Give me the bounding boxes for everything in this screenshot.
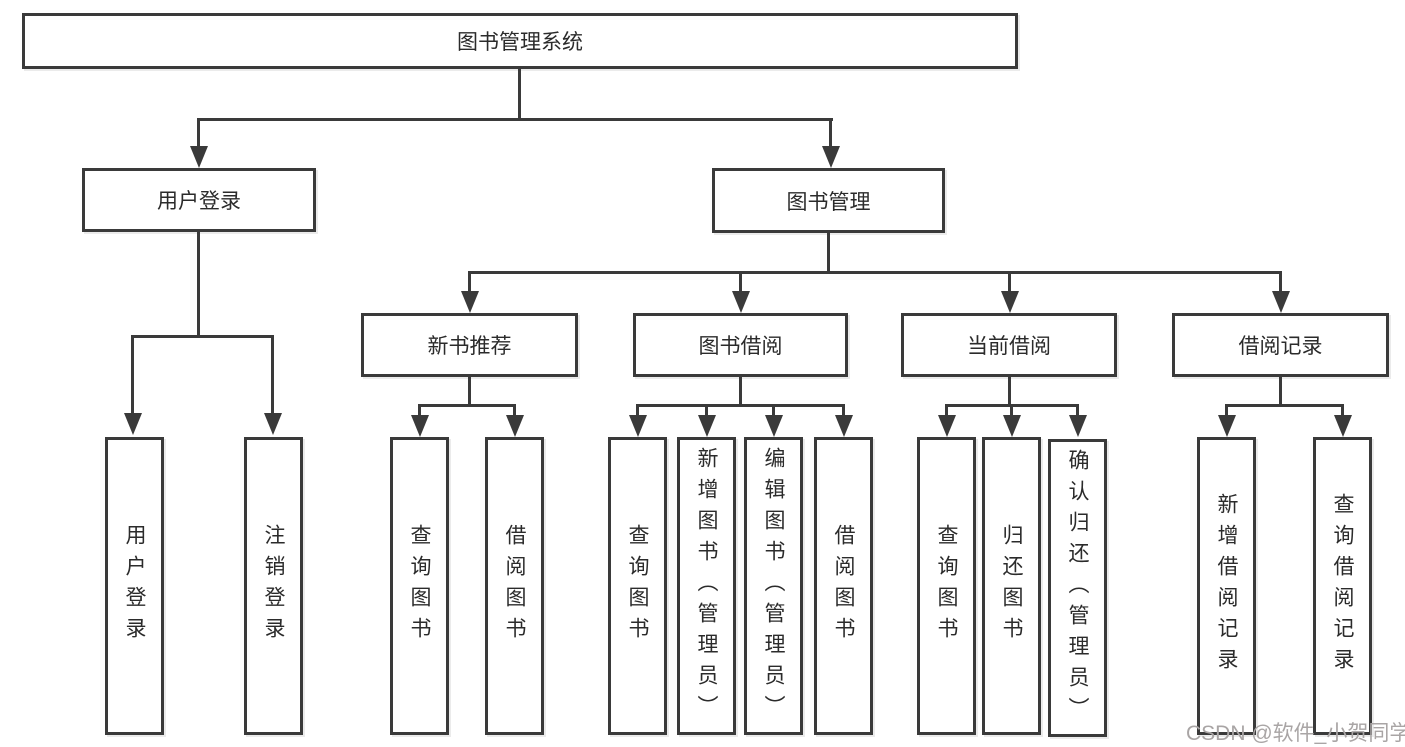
connector-line — [513, 404, 516, 416]
node-label: 查询图书 — [626, 524, 649, 648]
arrow-down-icon — [461, 291, 479, 313]
arrow-down-icon — [264, 413, 282, 435]
node-label: 用户登录 — [157, 190, 241, 213]
node-label: 借阅记录 — [1238, 335, 1323, 358]
connector-line — [1279, 377, 1282, 406]
node-add-book-admin: 新增图书（管理员） — [677, 437, 736, 735]
node-add-borrow-record: 新增借阅记录 — [1197, 437, 1256, 735]
node-borrow-book-1: 借阅图书 — [485, 437, 544, 735]
node-query-book-2: 查询图书 — [608, 437, 667, 735]
connector-line — [1076, 404, 1079, 416]
arrow-down-icon — [938, 415, 956, 437]
arrow-down-icon — [1069, 415, 1087, 437]
node-current-borrow: 当前借阅 — [901, 313, 1117, 377]
arrow-down-icon — [1334, 415, 1352, 437]
arrow-down-icon — [1003, 415, 1021, 437]
connector-line — [739, 271, 742, 292]
node-query-book-1: 查询图书 — [390, 437, 449, 735]
node-label: 查询图书 — [935, 524, 958, 648]
arrow-down-icon — [411, 415, 429, 437]
connector-line — [197, 118, 833, 121]
node-query-book-3: 查询图书 — [917, 437, 976, 735]
connector-line — [772, 404, 775, 416]
node-label: 图书借阅 — [698, 335, 783, 358]
node-label: 新书推荐 — [427, 335, 512, 358]
connector-line — [197, 232, 200, 337]
node-label: 归还图书 — [1000, 524, 1023, 648]
node-new-book-recommend: 新书推荐 — [361, 313, 578, 377]
arrow-down-icon — [765, 415, 783, 437]
node-user-login-leaf: 用户登录 — [105, 437, 164, 735]
node-logout: 注销登录 — [244, 437, 303, 735]
node-borrow-record: 借阅记录 — [1172, 313, 1389, 377]
arrow-down-icon — [506, 415, 524, 437]
node-label: 新增借阅记录 — [1215, 493, 1238, 679]
node-label: 注销登录 — [262, 524, 285, 648]
arrow-down-icon — [1272, 291, 1290, 313]
connector-line — [1008, 377, 1011, 406]
node-label: 查询图书 — [408, 524, 431, 648]
connector-line — [468, 271, 1282, 274]
arrow-down-icon — [629, 415, 647, 437]
connector-line — [271, 335, 274, 413]
node-borrow-book-2: 借阅图书 — [814, 437, 873, 735]
node-label: 当前借阅 — [967, 335, 1051, 358]
arrow-down-icon — [732, 291, 750, 313]
connector-line — [636, 404, 639, 416]
connector-line — [1225, 404, 1344, 407]
connector-line — [945, 404, 948, 416]
connector-line — [829, 118, 832, 148]
connector-line — [418, 404, 516, 407]
arrow-down-icon — [190, 146, 208, 168]
node-label: 借阅图书 — [503, 524, 526, 648]
connector-line — [131, 335, 134, 413]
arrow-down-icon — [1218, 415, 1236, 437]
node-label: 用户登录 — [123, 524, 146, 648]
connector-line — [1225, 404, 1228, 416]
node-root: 图书管理系统 — [22, 13, 1018, 69]
connector-line — [1279, 271, 1282, 292]
node-return-book: 归还图书 — [982, 437, 1041, 735]
node-edit-book-admin: 编辑图书（管理员） — [744, 437, 803, 735]
node-confirm-return-admin: 确认归还（管理员） — [1048, 439, 1107, 737]
node-label: 查询借阅记录 — [1331, 493, 1354, 679]
connector-line — [1341, 404, 1344, 416]
arrow-down-icon — [124, 413, 142, 435]
node-label: 借阅图书 — [832, 524, 855, 648]
arrow-down-icon — [1001, 291, 1019, 313]
connector-line — [468, 377, 471, 406]
connector-line — [518, 69, 521, 119]
node-query-borrow-record: 查询借阅记录 — [1313, 437, 1372, 735]
connector-line — [705, 404, 708, 416]
connector-line — [842, 404, 845, 416]
connector-line — [418, 404, 421, 416]
arrow-down-icon — [822, 146, 840, 168]
node-label: 确认归还（管理员） — [1066, 448, 1089, 728]
connector-line — [468, 271, 471, 292]
node-label: 图书管理 — [786, 190, 871, 214]
connector-line — [1010, 404, 1013, 416]
csdn-watermark: CSDN @软件_小贺同学 — [1186, 722, 1405, 745]
connector-line — [197, 118, 200, 148]
node-label: 图书管理系统 — [457, 31, 583, 54]
node-book-borrow: 图书借阅 — [633, 313, 848, 377]
node-label: 新增图书（管理员） — [695, 446, 718, 726]
connector-line — [636, 404, 845, 407]
connector-line — [827, 233, 830, 273]
node-book-management: 图书管理 — [712, 168, 945, 233]
arrow-down-icon — [698, 415, 716, 437]
connector-line — [739, 377, 742, 406]
connector-line — [132, 335, 274, 338]
node-user-login: 用户登录 — [82, 168, 316, 232]
arrow-down-icon — [835, 415, 853, 437]
node-label: 编辑图书（管理员） — [762, 446, 785, 726]
connector-line — [1008, 271, 1011, 292]
